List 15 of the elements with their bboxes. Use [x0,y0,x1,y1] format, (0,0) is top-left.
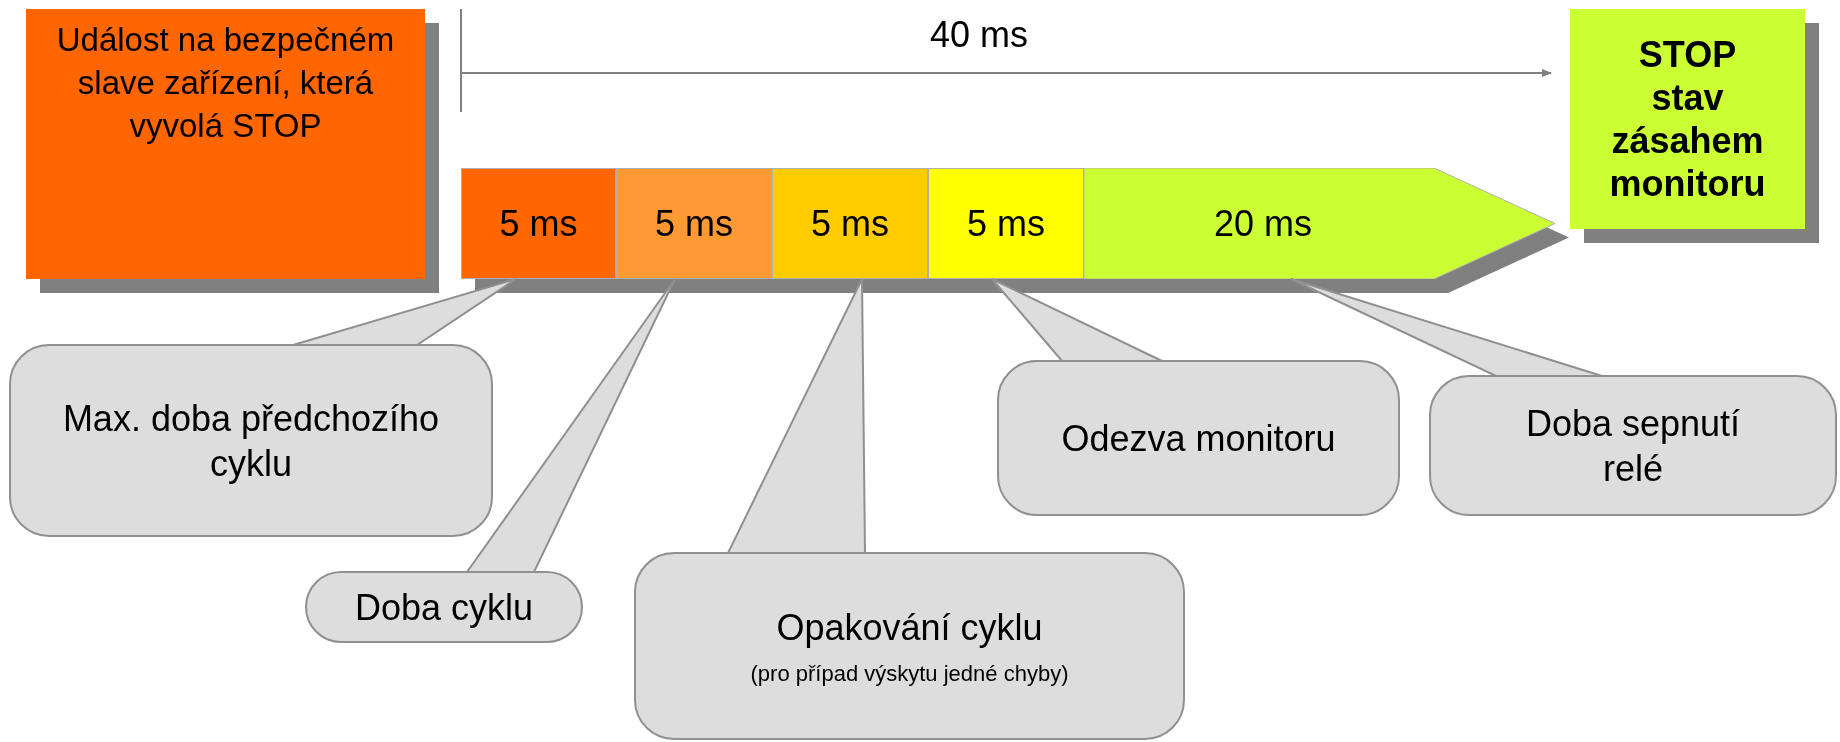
callout-note: (pro případ výskytu jedné chyby) [750,659,1069,688]
callout-tail [726,278,866,554]
timeline-segment: 5 ms [772,168,928,279]
callout-tail [1290,278,1603,377]
timeline-segment: 5 ms [928,168,1084,279]
callout-tail [465,278,676,573]
callout-text: Opakování cyklu [776,605,1043,650]
callout-tail [991,278,1163,362]
arrow-segment: 20 ms [1084,168,1555,279]
callout-tail [292,278,517,346]
speech-bubble: Doba sepnutí relé [1429,375,1837,516]
timeline-segment: 5 ms [616,168,772,279]
timeline-segment: 5 ms [461,168,616,279]
dimension-label: 40 ms [930,14,1029,56]
speech-bubble: Doba cyklu [305,571,583,643]
